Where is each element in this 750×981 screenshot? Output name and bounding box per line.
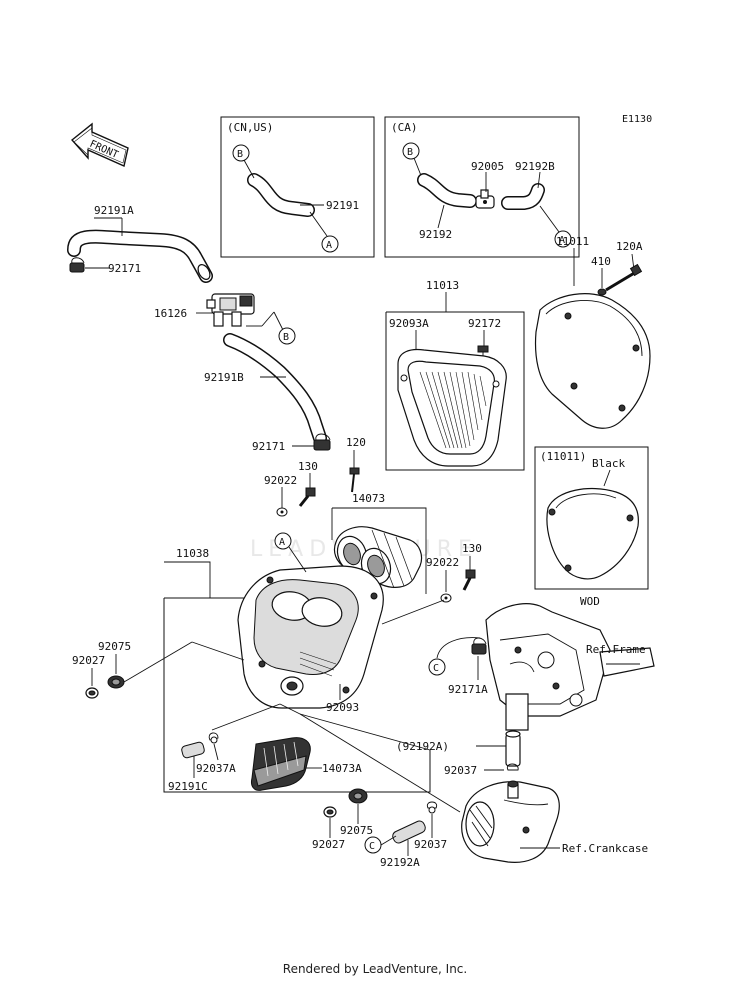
clip-92037a [208,732,219,744]
callout-b-valve [278,327,296,345]
valve-16126 [206,293,255,327]
diagram-code: E1130 [622,114,652,125]
label-92192a-paren: (92192A) [396,740,449,753]
hose-92191b [223,333,327,445]
label-92171a: 92171A [448,683,488,696]
crankcase-illustration [461,780,560,863]
label-92191: 92191 [326,199,359,212]
duct-seal-14073a [251,737,311,791]
callout-a-ca [554,230,572,248]
label-130-right: 130 [462,542,482,555]
clamp-92171-top [69,257,85,273]
cover-black-variant [546,487,639,580]
clip-92037-right [506,763,519,771]
label-92027-left: 92027 [72,654,105,667]
hose-92191 [247,173,315,217]
cn-us-box-label: (CN,US) [227,121,273,134]
hose-92192 [417,173,477,208]
collar-92027-bottom [323,806,337,818]
variant-box [534,446,649,590]
callout-a-case-text: A [279,537,285,548]
label-92093: 92093 [326,701,359,714]
hose-92191c [181,741,205,759]
label-120: 120 [346,436,366,449]
callout-c-bottom-text: C [369,841,375,852]
callout-c-frame-text: C [433,663,439,674]
label-120a: 120A [616,240,643,253]
callout-a-cn-text: A [326,240,332,251]
label-11011: 11011 [556,235,589,248]
air-cleaner-case-11038 [237,565,384,709]
hose-92192b [501,183,545,210]
ref-frame-label: Ref.Frame [586,643,646,656]
label-92192: 92192 [419,228,452,241]
label-92037a: 92037A [196,762,236,775]
callout-b-ca-text: B [407,147,413,158]
bolt-120a [605,263,643,292]
ca-box [384,116,580,258]
joint-92005 [475,189,495,209]
hose-92192a-right [505,730,521,767]
label-92191a: 92191A [94,204,134,217]
label-92037-bottom: 92037 [414,838,447,851]
label-14073: 14073 [352,492,385,505]
filter-box [385,311,525,471]
variant-color-label: Black [592,457,625,470]
callout-c-frame [428,658,446,676]
label-92075-bottom: 92075 [340,824,373,837]
callout-b-valve-text: B [283,332,289,343]
label-92022-left: 92022 [264,474,297,487]
label-92191b: 92191B [204,371,244,384]
label-92171-mid: 92171 [252,440,285,453]
bolt-130-right [462,569,476,591]
label-92075-left: 92075 [98,640,131,653]
callout-a-ca-text: A [559,235,565,246]
variant-model-label: WOD [580,595,600,608]
footer-credit: Rendered by LeadVenture, Inc. [282,962,468,976]
label-92005: 92005 [471,160,504,173]
callout-b-cn-text: B [237,149,243,160]
label-92022-right: 92022 [426,556,459,569]
label-92171-top: 92171 [108,262,141,275]
callout-a-case [274,532,292,550]
frame-illustration [485,603,655,731]
ca-box-label: (CA) [391,121,418,134]
cn-us-box [220,116,375,258]
air-cleaner-cover-11011 [534,293,651,429]
screw-120 [349,467,360,493]
label-11038: 11038 [176,547,209,560]
label-11013: 11013 [426,279,459,292]
callout-a-cn [321,235,339,253]
clip-92037-bottom [426,801,438,814]
front-arrow-icon [70,122,129,167]
case-box [163,598,431,793]
label-92027-bottom: 92027 [312,838,345,851]
label-92191c: 92191C [168,780,208,793]
clamp-92171a [471,637,487,655]
bolt-130-left [298,487,316,507]
callout-b-ca [402,142,420,160]
clamp-92171-mid [313,433,331,451]
grommet-92075-bottom [348,788,368,804]
ref-crankcase-label: Ref.Crankcase [562,842,648,855]
label-130-left: 130 [298,460,318,473]
label-14073a: 14073A [322,762,362,775]
hose-92191a [67,229,213,283]
collar-92027-left [85,687,99,699]
variant-box-label: (11011) [540,450,586,463]
washer-410 [597,288,607,296]
washer-92022-left [276,507,288,517]
label-92192a: 92192A [380,856,420,869]
label-92192b: 92192B [515,160,555,173]
air-filter-11013 [397,348,507,467]
label-92172: 92172 [468,317,501,330]
grommet-92075-left [107,675,125,689]
hose-92192a-bottom [392,820,426,844]
label-92093a: 92093A [389,317,429,330]
callout-b-cn [232,144,250,162]
label-16126: 16126 [154,307,187,320]
label-410: 410 [591,255,611,268]
label-92037-right: 92037 [444,764,477,777]
